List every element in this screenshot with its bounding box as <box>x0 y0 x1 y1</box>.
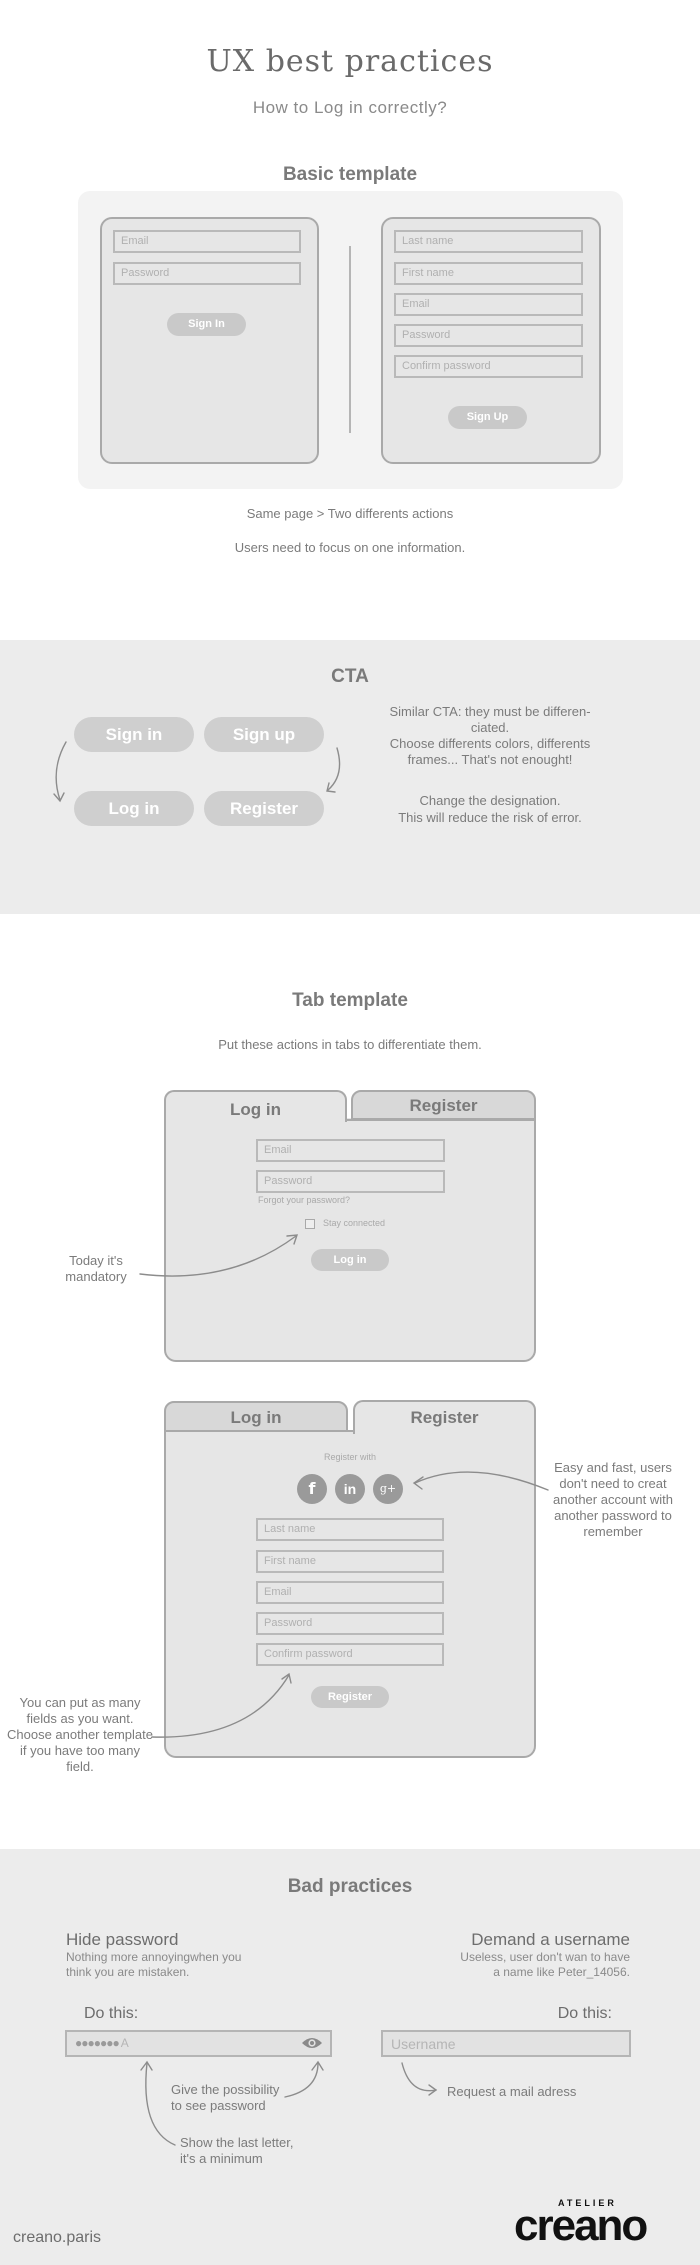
tab-login-card-topline <box>345 1119 536 1121</box>
hide-password-title: Hide password <box>66 1930 179 1949</box>
footer-site: creano.paris <box>13 2229 102 2246</box>
cta-note-2-line-2: This will reduce the risk of error. <box>398 810 582 825</box>
tab-login-button[interactable]: Log in <box>311 1249 389 1271</box>
eye-icon[interactable] <box>301 2036 323 2050</box>
cta-note-1-line-1: Similar CTA: they must be differen- <box>389 704 591 719</box>
cta-heading: CTA <box>331 666 369 687</box>
tab-register-right-note-line-1: Easy and fast, users <box>554 1460 672 1475</box>
tab-login-annotation-line-1: Today it's <box>69 1253 123 1268</box>
cta-log-in-button[interactable]: Log in <box>74 791 194 826</box>
basic-divider <box>349 246 351 433</box>
cta-register-button[interactable]: Register <box>204 791 324 826</box>
tab-register-firstname-input[interactable]: First name <box>256 1550 444 1573</box>
demand-username-title: Demand a username <box>471 1930 630 1949</box>
password-dots: ●●●●●●● <box>75 2036 120 2050</box>
basic-signup-confirm-input[interactable]: Confirm password <box>394 355 583 378</box>
basic-sign-up-button[interactable]: Sign Up <box>448 406 527 429</box>
tab-register-email-input[interactable]: Email <box>256 1581 444 1604</box>
google-plus-icon[interactable]: g+ <box>373 1474 403 1504</box>
tab-login-password-input[interactable]: Password <box>256 1170 445 1193</box>
tab-register-with-label: Register with <box>323 1452 377 1462</box>
do-this-right-label: Do this: <box>557 2005 612 2022</box>
cta-note-1-line-2: ciated. <box>470 720 510 735</box>
tab-login-inactive-register[interactable]: Register <box>351 1090 536 1120</box>
basic-sign-in-button[interactable]: Sign In <box>167 313 246 336</box>
mail-note: Request a mail adress <box>447 2084 577 2099</box>
linkedin-icon[interactable]: in <box>335 1474 365 1504</box>
tab-register-card-topline <box>164 1430 354 1432</box>
eye-note-line-1: Give the possibility <box>171 2082 280 2097</box>
tab-register-left-note-line-4: if you have too many <box>20 1743 140 1758</box>
cta-sign-up-button[interactable]: Sign up <box>204 717 324 752</box>
tab-template-heading: Tab template <box>292 990 408 1011</box>
tab-login-active-login[interactable]: Log in <box>164 1090 347 1122</box>
basic-template-heading: Basic template <box>282 164 418 185</box>
tab-login-annotation-line-2: mandatory <box>65 1269 127 1284</box>
tab-register-right-note-line-3: another account with <box>553 1492 673 1507</box>
tab-login-stay-label: Stay connected <box>323 1218 386 1228</box>
basic-signup-lastname-input[interactable]: Last name <box>394 230 583 253</box>
brand-logo-big: creano <box>514 2201 648 2250</box>
tab-register-left-note-line-5: field. <box>66 1759 94 1774</box>
basic-signup-email-input[interactable]: Email <box>394 293 583 316</box>
tab-register-password-input[interactable]: Password <box>256 1612 444 1635</box>
tab-login-forgot-link[interactable]: Forgot your password? <box>258 1195 351 1205</box>
tab-register-confirm-input[interactable]: Confirm password <box>256 1643 444 1666</box>
tab-register-left-note-line-2: fields as you want. <box>26 1711 134 1726</box>
brand-logo: ATELIER creano <box>510 2190 690 2250</box>
hide-password-desc-line-2: think you are mistaken. <box>66 1965 190 1979</box>
bad-practices-section <box>0 1849 700 2265</box>
tab-register-button[interactable]: Register <box>311 1686 389 1708</box>
basic-signup-password-input[interactable]: Password <box>394 324 583 347</box>
basic-caption-1: Same page > Two differents actions <box>246 506 454 521</box>
bad-practices-heading: Bad practices <box>287 1876 413 1897</box>
demand-username-desc-line-2: a name like Peter_14056. <box>493 1965 630 1979</box>
cta-sign-in-button[interactable]: Sign in <box>74 717 194 752</box>
basic-login-password-input[interactable]: Password <box>113 262 301 285</box>
tab-register-right-note-line-2: don't need to creat <box>559 1476 667 1491</box>
tab-register-left-note-line-3: Choose another template <box>7 1727 153 1742</box>
basic-signup-firstname-input[interactable]: First name <box>394 262 583 285</box>
tab-register-left-note-line-1: You can put as many <box>19 1695 141 1710</box>
cta-section <box>0 640 700 914</box>
password-last-letter: A <box>120 2036 129 2050</box>
tab-register-active-register[interactable]: Register <box>353 1400 536 1434</box>
tab-register-inactive-login[interactable]: Log in <box>164 1401 348 1432</box>
password-example-field[interactable]: ●●●●●●●A <box>65 2030 332 2057</box>
username-example-field[interactable]: Username <box>381 2030 631 2057</box>
tab-register-lastname-input[interactable]: Last name <box>256 1518 444 1541</box>
facebook-icon[interactable]: f <box>297 1474 327 1504</box>
cta-note-1-line-3: Choose differents colors, differents <box>389 736 591 751</box>
tab-register-right-note-line-4: another password to <box>554 1508 672 1523</box>
brand-logo-small: ATELIER <box>558 2198 617 2208</box>
do-this-left-label: Do this: <box>84 2005 139 2022</box>
tab-template-subheading: Put these actions in tabs to differentia… <box>218 1037 482 1052</box>
tab-login-stay-checkbox[interactable] <box>305 1219 315 1229</box>
tab-register-right-note-line-5: remember <box>583 1524 643 1539</box>
cta-note-1-line-4: frames... That's not enought! <box>407 752 573 767</box>
basic-login-card <box>100 217 319 464</box>
demand-username-desc-line-1: Useless, user don't wan to have <box>460 1950 630 1964</box>
last-letter-note-line-2: it's a minimum <box>180 2151 263 2166</box>
page-subtitle: How to Log in correctly? <box>252 98 448 117</box>
eye-note-line-2: to see password <box>171 2098 266 2113</box>
basic-login-email-input[interactable]: Email <box>113 230 301 253</box>
hide-password-desc-line-1: Nothing more annoyingwhen you <box>66 1950 242 1964</box>
basic-caption-2: Users need to focus on one information. <box>234 540 466 555</box>
page-title: UX best practices <box>206 44 494 79</box>
last-letter-note-line-1: Show the last letter, <box>180 2135 294 2150</box>
tab-login-email-input[interactable]: Email <box>256 1139 445 1162</box>
cta-note-2-line-1: Change the designation. <box>419 793 561 808</box>
